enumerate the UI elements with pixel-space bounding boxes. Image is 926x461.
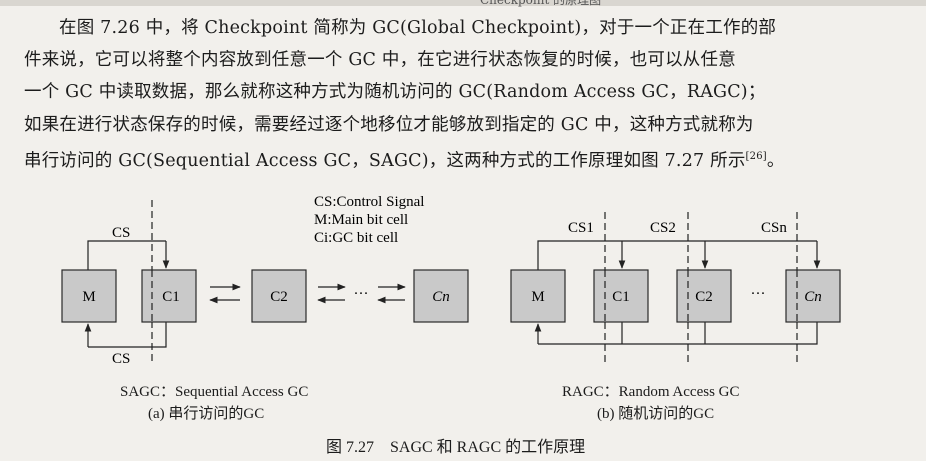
sagc-top-loop: [87, 240, 166, 270]
legend-m: M:Main bit cell: [314, 212, 408, 228]
sagc-box-c1: [141, 269, 197, 323]
sagc-title: SAGC：Sequential Access GC: [120, 384, 309, 400]
sagc-box-cn: [413, 269, 469, 323]
sagc-box-c2: [251, 269, 307, 323]
sagc-label-c1: C1: [162, 289, 180, 305]
ragc-box-c2: [676, 269, 732, 323]
ragc-top-bus: [537, 240, 817, 270]
sagc-ellipsis: ···: [354, 286, 369, 302]
ragc-ellipsis: ···: [751, 286, 766, 302]
paragraph-line-5-text: 串行访问的 GC(Sequential Access GC，SAGC)，这两种方…: [24, 150, 746, 171]
paragraph-line-5-end: 。: [766, 150, 785, 171]
previous-page-sliver: Checkpoint 的原理图: [0, 0, 926, 7]
ragc-box-m: [510, 269, 566, 323]
sagc-label-c2: C2: [270, 289, 288, 305]
ragc-box-cn: [785, 269, 841, 323]
ragc-subcaption: (b) 随机访问的GC: [597, 406, 715, 422]
sliver-text: Checkpoint 的原理图: [480, 0, 602, 7]
ragc-label-cn: Cn: [804, 289, 822, 305]
reference-marker: [26]: [745, 150, 767, 162]
ragc-bottom-bus: [538, 322, 818, 345]
ragc-box-c1: [593, 269, 649, 323]
legend-cs: CS:Control Signal: [314, 194, 424, 210]
ragc-title: RAGC：Random Access GC: [562, 384, 740, 400]
legend-ci: Ci:GC bit cell: [314, 230, 398, 246]
ragc-label-c1: C1: [612, 289, 630, 305]
sagc-cs-bottom-label: CS: [112, 351, 130, 367]
paragraph-line-2: 件来说，它可以将整个内容放到任意一个 GC 中，在它进行状态恢复的时候，也可以从…: [24, 50, 736, 71]
paragraph-line-5: 串行访问的 GC(Sequential Access GC，SAGC)，这两种方…: [24, 141, 914, 177]
sagc-bottom-loop: [88, 322, 167, 348]
figure-caption: 图 7.27 SAGC 和 RAGC 的工作原理: [326, 439, 586, 456]
paragraph-line-4: 如果在进行状态保存的时候，需要经过逐个地移位才能够放到指定的 GC 中，这种方式…: [24, 114, 754, 135]
ragc-label-c2: C2: [695, 289, 713, 305]
ragc-csn-label: CSn: [761, 220, 787, 236]
ragc-label-m: M: [531, 289, 544, 305]
ragc-cs1-label: CS1: [568, 220, 594, 236]
sagc-cs-top-label: CS: [112, 225, 130, 241]
sagc-subcaption: (a) 串行访问的GC: [148, 406, 265, 422]
paragraph-line-1: 在图 7.26 中，将 Checkpoint 简称为 GC(Global Che…: [59, 18, 777, 38]
sagc-box-m: [61, 269, 117, 323]
ragc-diagram: [534, 212, 821, 362]
ragc-cs2-label: CS2: [650, 220, 676, 236]
sagc-label-m: M: [82, 289, 95, 305]
paragraph-line-3: 一个 GC 中读取数据，那么就称这种方式为随机访问的 GC(Random Acc…: [24, 82, 766, 103]
body-paragraph: 在图 7.26 中，将 Checkpoint 简称为 GC(Global Che…: [24, 12, 914, 177]
sagc-label-cn: Cn: [432, 289, 450, 305]
